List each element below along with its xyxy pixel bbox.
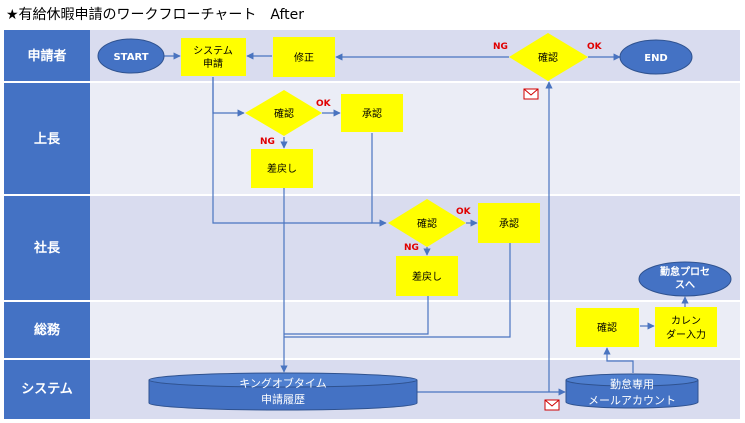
calendar-input-label-2: ダー入力 [666, 328, 706, 341]
attendance-mail-label-2: メールアカウント [588, 394, 676, 407]
start-label: START [113, 52, 148, 63]
attendance-mail-database [565, 373, 699, 409]
boss-reject-box [251, 149, 313, 188]
lane-label-president: 社長 [33, 240, 61, 256]
president-reject-label: 差戻し [412, 270, 442, 283]
start-node [97, 38, 165, 74]
ga-check-label: 確認 [597, 321, 617, 334]
boss-check-ok: OK [316, 99, 332, 109]
connector-president-approve-to-system [284, 243, 511, 338]
president-approve-box [478, 203, 540, 243]
lane-header-president [4, 195, 90, 301]
president-check-ng: NG [404, 243, 419, 253]
attendance-process-node [638, 261, 732, 297]
lane-header-system [4, 359, 90, 419]
attendance-process-label-2: スへ [675, 279, 695, 291]
connector-apply-to-president [212, 77, 372, 224]
president-approve-label: 承認 [499, 217, 519, 230]
calendar-input-box [655, 307, 717, 347]
ga-check-box [576, 308, 639, 347]
end-label: END [644, 53, 668, 64]
attendance-mail-label-1: 勤怠専用 [610, 377, 654, 391]
final-check-ng: NG [493, 42, 508, 52]
final-check-ok: OK [587, 42, 603, 52]
boss-check-label: 確認 [274, 107, 294, 120]
lane-header-general-affairs [4, 301, 90, 359]
lane-label-boss: 上長 [34, 132, 61, 147]
connector-president-reject-to-system [284, 296, 429, 335]
connector-mail-to-ga-check [603, 347, 634, 373]
lane-label-general-affairs: 総務 [34, 322, 61, 338]
president-check-diamond [388, 199, 466, 247]
king-of-time-label-1: キングオブタイム [239, 376, 326, 390]
lane-header-applicant [4, 30, 90, 82]
boss-check-ng: NG [260, 137, 275, 147]
envelope-icon [523, 88, 539, 100]
lane-bg-general-affairs [90, 301, 740, 359]
system-apply-label-2: 申請 [203, 57, 223, 70]
president-check-label: 確認 [417, 217, 437, 230]
system-apply-box [181, 38, 246, 76]
system-apply-label-1: システム [193, 45, 233, 57]
lane-bg-boss [90, 82, 740, 195]
envelope-icon [544, 399, 560, 411]
calendar-input-label-1: カレン [671, 315, 701, 327]
attendance-process-label-1: 勤怠プロセ [660, 265, 710, 278]
lane-header-boss [4, 82, 90, 195]
fix-box [273, 37, 335, 77]
page-title: ★有給休暇申請のワークフローチャート After [6, 7, 304, 23]
fix-label: 修正 [294, 51, 314, 64]
boss-check-diamond [245, 90, 322, 136]
king-of-time-label-2: 申請履歴 [261, 392, 305, 406]
king-of-time-database [148, 372, 418, 411]
boss-reject-label: 差戻し [267, 162, 297, 175]
boss-approve-box [341, 94, 403, 132]
final-check-label: 確認 [538, 51, 558, 64]
lane-label-applicant: 申請者 [27, 48, 66, 64]
connectors [162, 52, 689, 396]
end-node [619, 39, 693, 75]
lane-label-system: システム [21, 382, 73, 397]
final-check-diamond [509, 33, 588, 81]
boss-approve-label: 承認 [362, 107, 382, 120]
president-reject-box [396, 256, 458, 296]
president-check-ok: OK [456, 207, 472, 217]
